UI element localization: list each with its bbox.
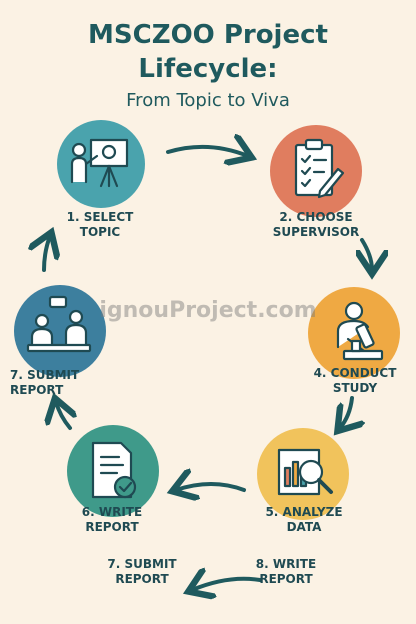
step-2-circle [270, 125, 362, 217]
document-check-icon [91, 441, 137, 499]
presentation-icon [70, 138, 129, 188]
microscope-icon [336, 301, 384, 361]
watermark: ignouProject.com [99, 298, 317, 323]
chart-magnifier-icon [277, 448, 333, 496]
step-5-circle [257, 428, 349, 520]
step-1-circle [57, 120, 145, 208]
arrow-5-to-6 [176, 484, 246, 490]
arrow-4-to-5 [340, 396, 352, 428]
arrow-bottom [192, 579, 262, 590]
checklist-icon [294, 138, 345, 199]
page-title-line2: Lifecycle: [138, 54, 278, 84]
page-title-line1: MSCZOO Project [88, 20, 328, 50]
arrow-2-to-4 [362, 238, 372, 270]
meeting-icon [26, 295, 92, 353]
step-4-circle [308, 287, 400, 379]
arrow-6-to-7 [56, 402, 70, 430]
arrow-1-to-2 [166, 147, 248, 156]
step-6-circle [67, 425, 159, 517]
step-7-circle [14, 285, 106, 377]
arrow-7-to-1 [44, 236, 50, 272]
page-subtitle: From Topic to Viva [126, 90, 290, 111]
